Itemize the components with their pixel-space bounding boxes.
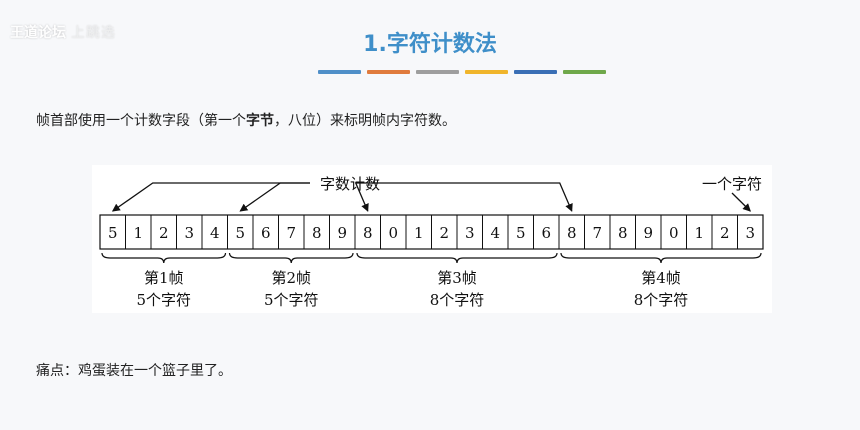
accent-bar-1 [318, 70, 361, 74]
frame-count-2: 5个字符 [264, 291, 319, 309]
cell-value: 3 [465, 224, 475, 242]
cell-value: 8 [312, 224, 322, 242]
count-field-label: 字数计数 [320, 175, 380, 193]
frame-count-1: 5个字符 [136, 291, 191, 309]
cell-value: 5 [108, 224, 118, 242]
frame-brace-2 [228, 252, 354, 264]
watermark: 王道论坛 上跳选 [10, 22, 116, 42]
frame-name-2: 第2帧 [271, 269, 311, 287]
cell-value: 0 [669, 224, 679, 242]
cell-value: 4 [490, 224, 500, 242]
cell-value: 0 [388, 224, 398, 242]
accent-bar-4 [465, 70, 508, 74]
cell-value: 2 [159, 224, 169, 242]
cell-value: 4 [210, 224, 220, 242]
accent-bar-2 [367, 70, 410, 74]
count-arrow-1 [111, 182, 310, 212]
frame-braces: 第1帧 5个字符 第2帧 5个字符 第3帧 8个字符 第4帧 8个字符 [101, 252, 762, 309]
cell-value: 6 [541, 224, 551, 242]
accent-bar-6 [563, 70, 606, 74]
watermark-text: 王道论坛 [10, 25, 66, 41]
watermark-tail: 上跳选 [70, 25, 116, 41]
cell-value: 5 [235, 224, 245, 242]
frame-name-3: 第3帧 [437, 269, 477, 287]
frame-count-3: 8个字符 [430, 291, 485, 309]
frame-brace-4 [560, 252, 762, 264]
frame-name-1: 第1帧 [144, 269, 184, 287]
cell-value: 7 [592, 224, 602, 242]
count-arrow-2 [239, 182, 310, 212]
frame-count-4: 8个字符 [634, 291, 689, 309]
cell-value: 1 [694, 224, 704, 242]
count-arrow-3 [354, 182, 390, 212]
char-arrow [731, 192, 751, 212]
cell-value: 9 [643, 224, 653, 242]
frame-brace-1 [101, 252, 227, 264]
cell-value: 3 [745, 224, 755, 242]
paragraph-intro-after: ，八位）来标明帧内字符数。 [274, 113, 456, 129]
cell-value: 5 [516, 224, 526, 242]
accent-bar-3 [416, 70, 459, 74]
paragraph-intro: 帧首部使用一个计数字段（第一个字节，八位）来标明帧内字符数。 [36, 110, 456, 130]
frame-name-4: 第4帧 [641, 269, 681, 287]
cell-value: 6 [261, 224, 271, 242]
cell-value: 8 [363, 224, 373, 242]
count-arrow-4 [390, 182, 573, 212]
cell-value: 3 [184, 224, 194, 242]
cell-value: 1 [414, 224, 424, 242]
paragraph-intro-bold: 字节 [246, 113, 274, 129]
one-character-label: 一个字符 [702, 175, 762, 193]
cell-value: 8 [618, 224, 628, 242]
cell-value: 1 [133, 224, 143, 242]
slide-title: 1.字符计数法 [363, 32, 497, 57]
cell-value: 8 [567, 224, 577, 242]
cell-value: 2 [720, 224, 730, 242]
accent-bar-5 [514, 70, 557, 74]
cell-value: 2 [439, 224, 449, 242]
paragraph-pain-point: 痛点：鸡蛋装在一个篮子里了。 [36, 363, 232, 379]
cell-value: 7 [286, 224, 296, 242]
paragraph-intro-before: 帧首部使用一个计数字段（第一个 [36, 113, 246, 129]
accent-bars [318, 70, 606, 74]
frame-brace-3 [356, 252, 558, 264]
cell-value: 9 [337, 224, 347, 242]
arrows [111, 182, 751, 212]
